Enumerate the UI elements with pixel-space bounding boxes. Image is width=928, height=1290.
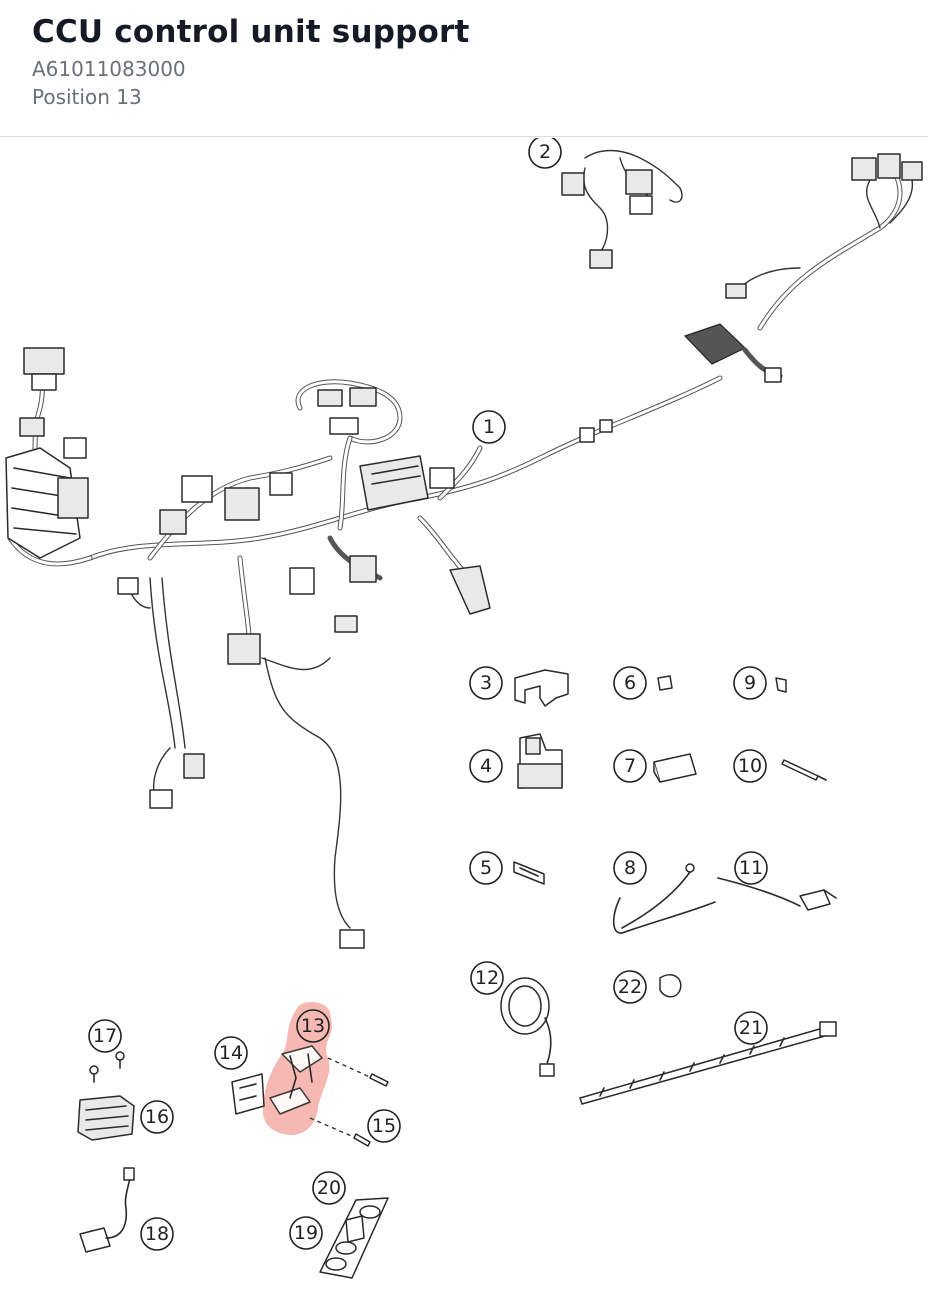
svg-text:8: 8 (624, 857, 636, 879)
part-grommet-22[interactable] (659, 974, 682, 998)
label-2[interactable]: 2 (528, 138, 562, 169)
svg-text:20: 20 (317, 1177, 341, 1199)
svg-text:4: 4 (480, 755, 492, 777)
svg-text:13: 13 (301, 1015, 325, 1037)
part-sensor-18[interactable] (79, 1167, 135, 1253)
svg-text:9: 9 (744, 672, 756, 694)
part-sensor-11[interactable] (717, 877, 837, 911)
svg-text:2: 2 (539, 141, 551, 163)
label-20[interactable]: 20 (312, 1171, 346, 1205)
svg-text:7: 7 (624, 755, 636, 777)
svg-text:10: 10 (738, 755, 762, 777)
page-title: CCU control unit support (32, 14, 470, 50)
svg-text:17: 17 (93, 1025, 117, 1047)
part-housing-7[interactable] (653, 753, 697, 783)
svg-text:15: 15 (372, 1115, 396, 1137)
label-8[interactable]: 8 (613, 851, 647, 885)
label-12[interactable]: 12 (470, 961, 504, 995)
label-10[interactable]: 10 (733, 749, 767, 783)
part-cable-tie-8[interactable] (612, 863, 716, 934)
svg-text:14: 14 (219, 1042, 243, 1064)
svg-text:22: 22 (618, 976, 642, 998)
label-14[interactable]: 14 (214, 1036, 248, 1070)
label-18[interactable]: 18 (140, 1217, 174, 1251)
label-5[interactable]: 5 (469, 851, 503, 885)
svg-text:5: 5 (480, 857, 492, 879)
part-pin-10[interactable] (781, 759, 827, 781)
label-15[interactable]: 15 (367, 1109, 401, 1143)
part-sub-harness[interactable] (561, 149, 683, 269)
svg-text:11: 11 (739, 857, 763, 879)
part-screws-15[interactable] (309, 1057, 389, 1147)
part-screws-17[interactable] (89, 1051, 125, 1083)
part-cable-tie-21[interactable] (579, 1021, 837, 1105)
part-relay-4[interactable] (517, 733, 563, 789)
part-clip-6[interactable] (657, 675, 673, 691)
label-22[interactable]: 22 (613, 970, 647, 1004)
label-4[interactable]: 4 (469, 749, 503, 783)
svg-text:3: 3 (480, 672, 492, 694)
label-9[interactable]: 9 (733, 666, 767, 700)
page-header: CCU control unit support A61011083000 Po… (0, 0, 928, 137)
part-wiring-harness[interactable] (5, 153, 923, 949)
label-13[interactable]: 13 (296, 1009, 330, 1043)
label-17[interactable]: 17 (88, 1019, 122, 1053)
label-21[interactable]: 21 (734, 1011, 768, 1045)
label-1[interactable]: 1 (472, 410, 506, 444)
label-19[interactable]: 19 (289, 1216, 323, 1250)
svg-text:16: 16 (145, 1106, 169, 1128)
part-ccu-support-13[interactable] (262, 1001, 332, 1136)
part-ring-12[interactable] (500, 977, 555, 1077)
svg-text:21: 21 (739, 1017, 763, 1039)
part-bracket-14[interactable] (231, 1073, 265, 1115)
label-7[interactable]: 7 (613, 749, 647, 783)
part-fuse-5[interactable] (513, 861, 545, 885)
position-label: Position 13 (32, 85, 142, 109)
svg-text:18: 18 (145, 1223, 169, 1245)
label-6[interactable]: 6 (613, 666, 647, 700)
part-number: A61011083000 (32, 57, 186, 81)
part-clip-3[interactable] (514, 669, 569, 707)
label-3[interactable]: 3 (469, 666, 503, 700)
exploded-parts-diagram: 1 2 3 4 5 6 7 8 9 10 11 12 13 14 15 16 1… (5, 138, 923, 1279)
part-terminal-9[interactable] (775, 677, 787, 693)
svg-text:12: 12 (475, 967, 499, 989)
callout-labels: 1 2 3 4 5 6 7 8 9 10 11 12 13 14 15 16 1… (88, 138, 768, 1251)
label-11[interactable]: 11 (734, 851, 768, 885)
label-16[interactable]: 16 (140, 1100, 174, 1134)
part-regulator-16[interactable] (77, 1095, 135, 1141)
svg-text:19: 19 (294, 1222, 318, 1244)
svg-text:1: 1 (483, 416, 495, 438)
part-box-set-19-20[interactable] (319, 1197, 389, 1279)
svg-text:6: 6 (624, 672, 636, 694)
